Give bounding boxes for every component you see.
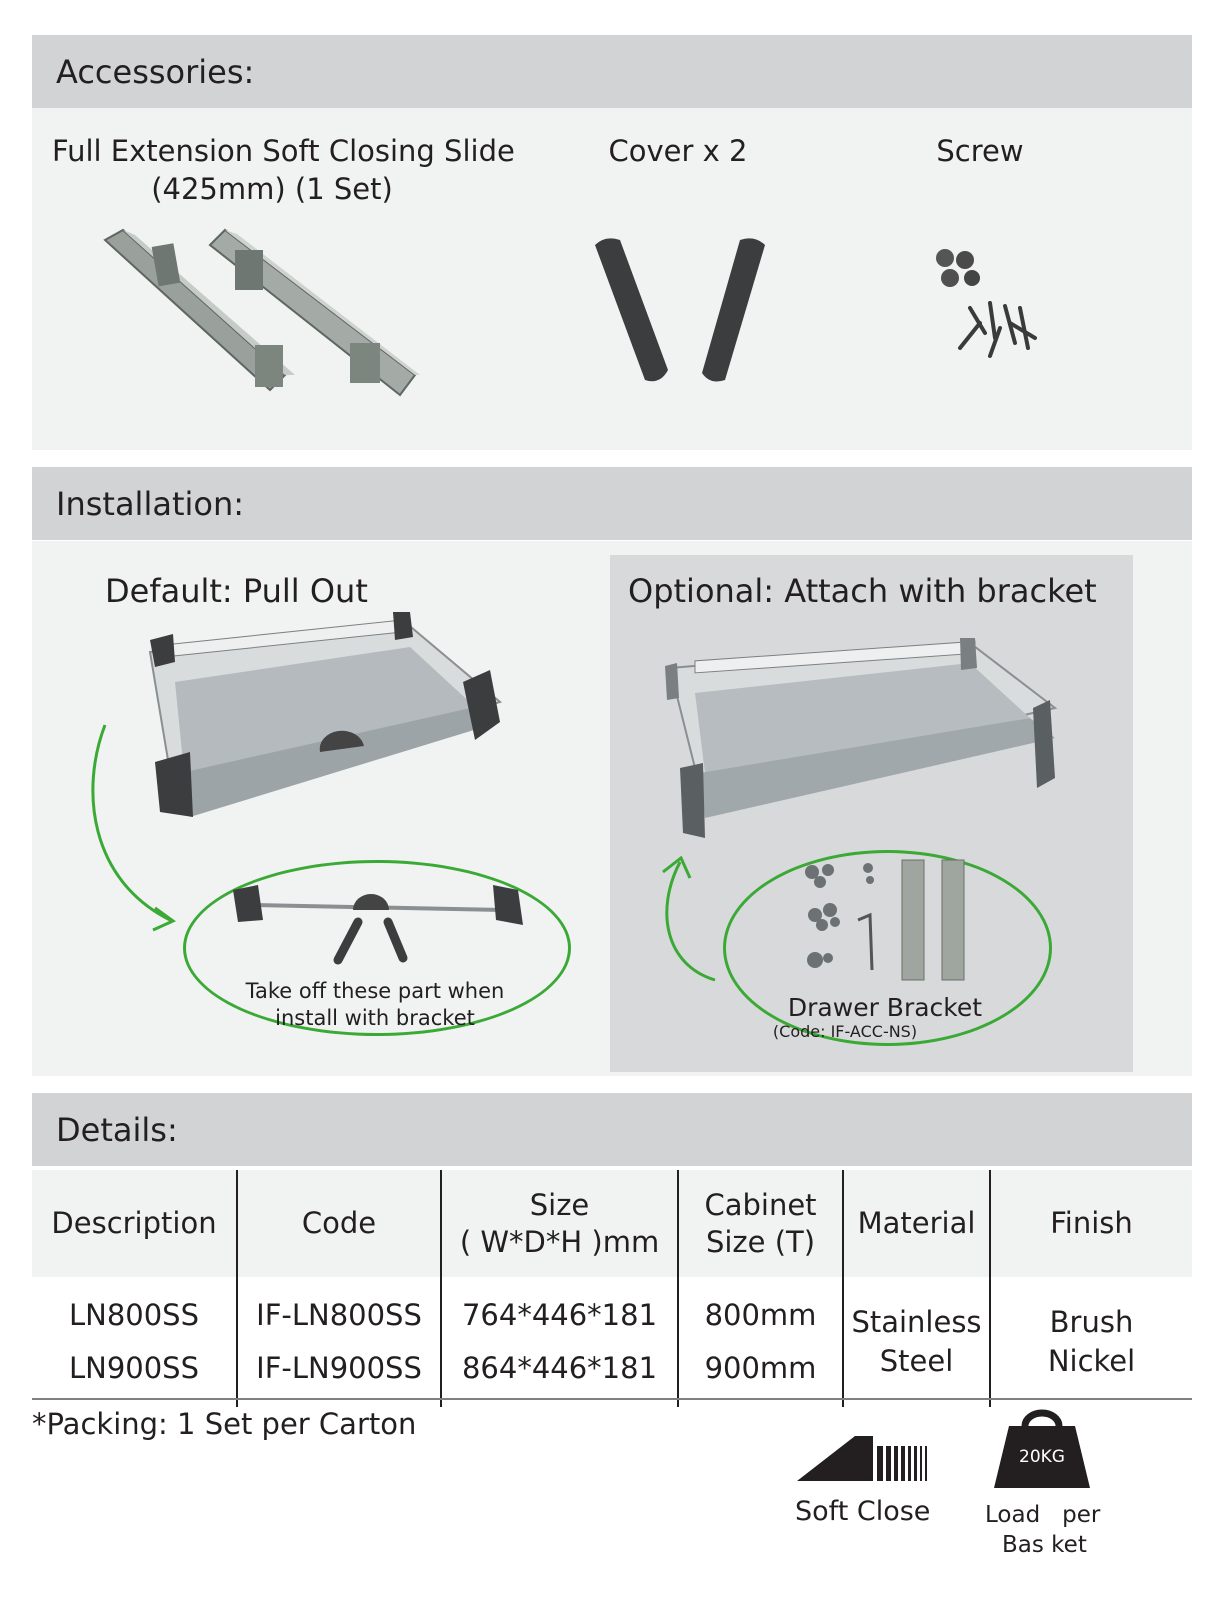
bracket-drawer-image [665, 638, 1058, 838]
row-code: IF-LN900SS [236, 1342, 441, 1407]
row-cabinet: 800mm [677, 1277, 843, 1342]
header-material: Material [842, 1170, 990, 1277]
optional-label: Optional: Attach with bracket [628, 572, 1097, 610]
slide-label-line1: Full Extension Soft Closing Slide [52, 134, 515, 168]
row-description: LN900SS [68, 1351, 200, 1386]
row-size: 864*446*181 [440, 1342, 678, 1407]
header-size-line1: Size [529, 1188, 590, 1223]
load-per-basket-line2: Bas ket [1002, 1532, 1087, 1558]
row-description: LN800SS [68, 1298, 200, 1333]
material-line1: Stainless [851, 1305, 982, 1340]
header-description: Description [32, 1170, 237, 1277]
finish-line2: Nickel [1047, 1344, 1136, 1378]
header-cabinet-line2: Size (T) [705, 1224, 816, 1259]
header-code: Code [236, 1170, 441, 1277]
accessories-header: Accessories: [32, 35, 1192, 108]
material-cell: Stainless Steel [842, 1277, 990, 1407]
table-row: LN900SS IF-LN900SS 864*446*181 900mm [32, 1342, 1192, 1407]
weight-icon [994, 1409, 1090, 1488]
row-size: 764*446*181 [440, 1277, 678, 1342]
header-size-line2: ( W*D*H )mm [459, 1224, 660, 1259]
row-cabinet: 900mm [677, 1342, 843, 1407]
takeoff-note-line2: install with bracket [275, 1006, 475, 1031]
default-label: Default: Pull Out [105, 572, 368, 610]
accessories-title: Accessories: [56, 53, 255, 91]
takeoff-parts-image [233, 885, 523, 965]
optional-arrow [662, 855, 716, 982]
installation-title: Installation: [56, 485, 245, 523]
table-row: LN800SS IF-LN800SS 764*446*181 800mm Sta… [32, 1277, 1192, 1407]
material-line2: Steel [879, 1344, 954, 1378]
takeoff-note-line1: Take off these part when [245, 979, 505, 1003]
table-bottom-rule [32, 1398, 1192, 1400]
header-cabinet-line1: Cabinet [704, 1188, 817, 1223]
takeoff-note: Take off these part when install with br… [230, 978, 520, 1033]
soft-close-label: Soft Close [795, 1496, 931, 1527]
soft-closing-slide-image [103, 228, 420, 397]
cover-label: Cover x 2 [608, 134, 748, 168]
pull-out-drawer-image [148, 612, 503, 817]
slide-label: Full Extension Soft Closing Slide (425mm… [52, 134, 515, 206]
finish-line1: Brush [1049, 1305, 1134, 1340]
header-size: Size ( W*D*H )mm [440, 1170, 678, 1277]
details-table: Description Code Size ( W*D*H )mm Cabine… [32, 1170, 1192, 1407]
load-per-basket-line1: Load per [985, 1502, 1101, 1528]
details-header: Details: [32, 1093, 1192, 1166]
header-finish: Finish [989, 1170, 1192, 1277]
drawer-bracket-code: (Code: IF-ACC-NS) [772, 1022, 918, 1041]
table-header-row: Description Code Size ( W*D*H )mm Cabine… [32, 1170, 1192, 1277]
drawer-bracket-image [805, 859, 965, 981]
screw-image [936, 249, 1037, 358]
soft-close-icon [797, 1436, 927, 1481]
takeoff-parts-ellipse [183, 860, 571, 1036]
drawer-bracket-label: Drawer Bracket [787, 993, 983, 1022]
finish-cell: Brush Nickel [989, 1277, 1192, 1407]
screw-label: Screw [936, 134, 1024, 168]
row-code: IF-LN800SS [236, 1277, 441, 1342]
slide-label-line2: (425mm) (1 Set) [151, 172, 393, 206]
packing-note: *Packing: 1 Set per Carton [32, 1407, 417, 1441]
details-title: Details: [56, 1111, 178, 1149]
installation-header: Installation: [32, 467, 1192, 540]
default-arrow [91, 724, 176, 932]
weight-value: 20KG [1019, 1447, 1065, 1467]
header-cabinet: Cabinet Size (T) [677, 1170, 843, 1277]
drawer-bracket-ellipse [723, 850, 1052, 1046]
cover-image [595, 238, 765, 382]
